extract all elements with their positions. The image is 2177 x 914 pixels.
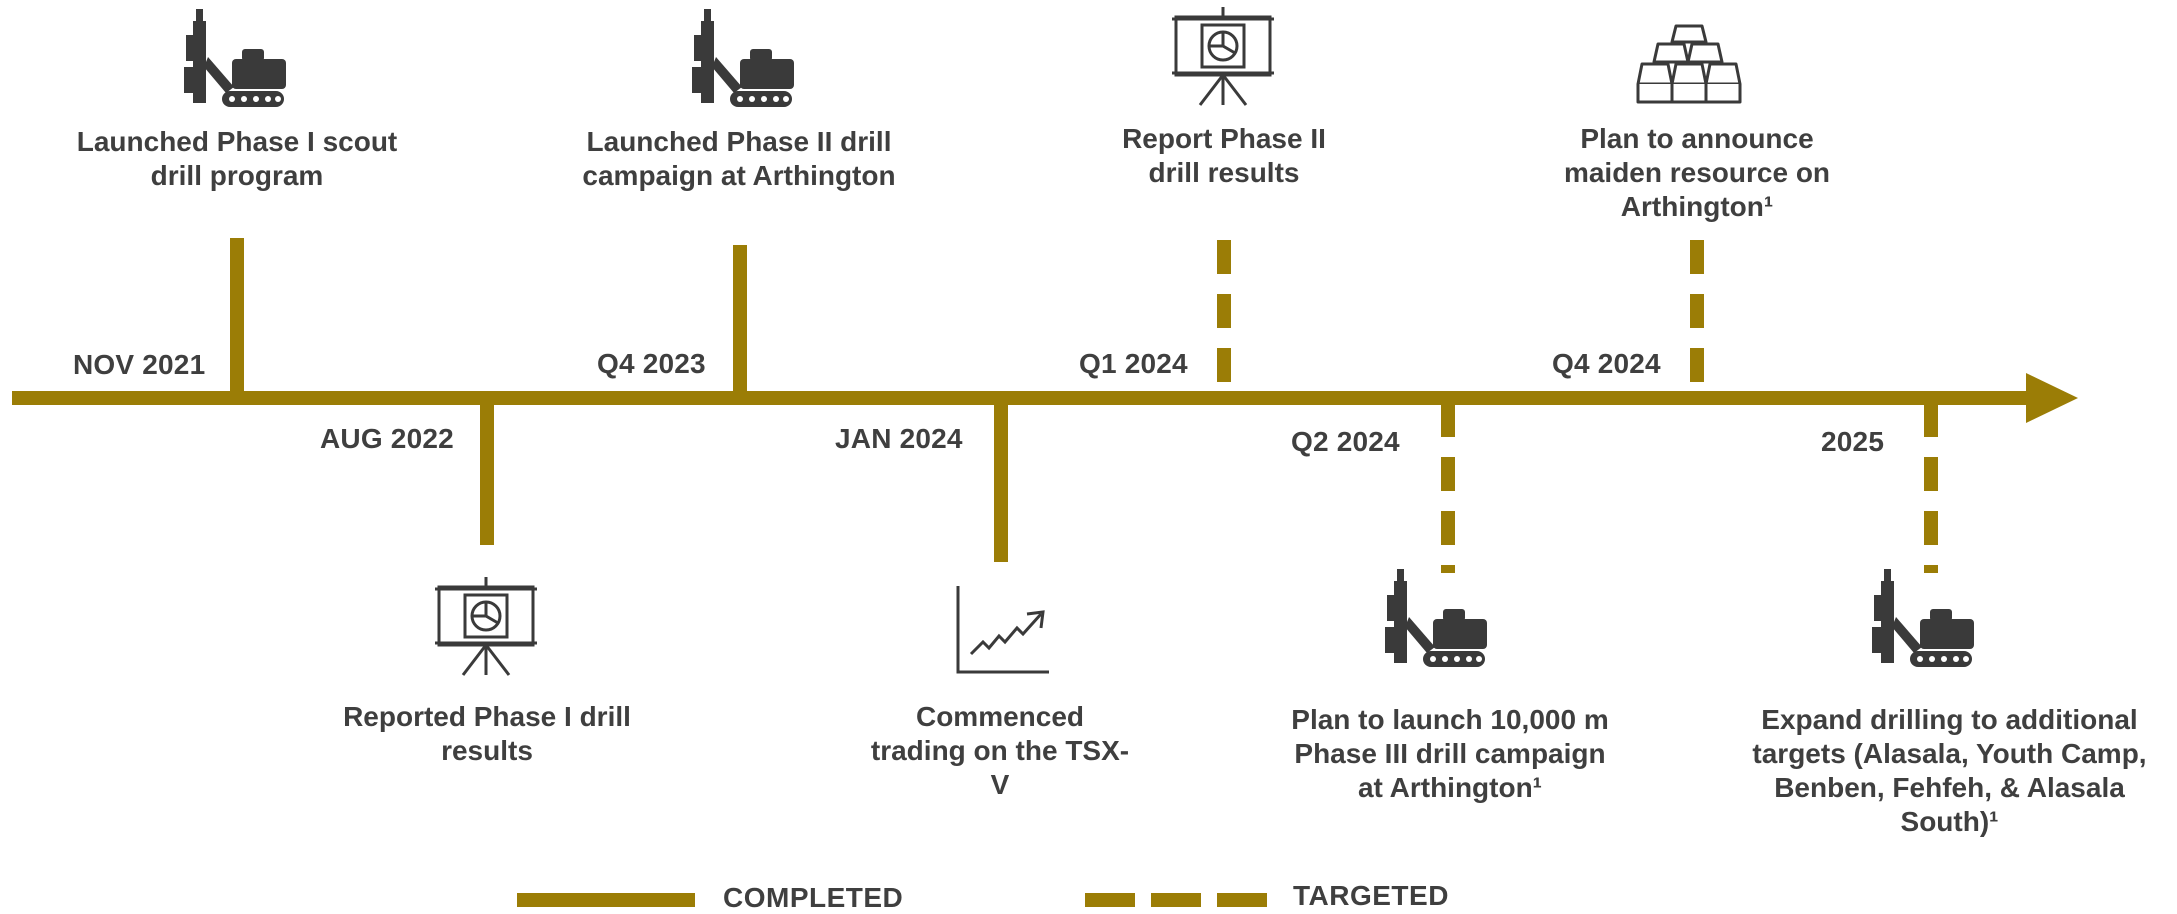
event-description-q4-2024: Plan to announce maiden resource on Arth…	[1563, 123, 1831, 223]
gold-bars-icon	[1636, 24, 1742, 104]
event-date-q4-2024: Q4 2024	[1552, 348, 1661, 379]
event-description-aug-2022: Reported Phase I drill results	[343, 701, 631, 767]
event-date-nov-2021: NOV 2021	[73, 349, 206, 380]
event-description-q1-2024: Report Phase II drill results	[1122, 123, 1326, 189]
event-description-q2-2024: Plan to launch 10,000 m Phase III drill …	[1291, 704, 1609, 804]
legend-completed-label: COMPLETED	[723, 882, 904, 913]
presentation-chart-icon	[1172, 7, 1274, 106]
legend-targeted-label: TARGETED	[1293, 880, 1449, 911]
event-description-2025: Expand drilling to additional targets (A…	[1752, 704, 2147, 838]
event-description-q4-2023: Launched Phase II drill campaign at Arth…	[582, 126, 896, 192]
event-description-jan-2024: Commenced trading on the TSX-V	[870, 701, 1130, 801]
event-date-q4-2023: Q4 2023	[597, 348, 706, 379]
event-date-2025: 2025	[1821, 426, 1885, 457]
timeline-arrowhead	[2026, 373, 2078, 423]
event-date-jan-2024: JAN 2024	[835, 423, 963, 454]
drill-rig-icon	[692, 9, 794, 107]
event-date-q1-2024: Q1 2024	[1079, 348, 1188, 379]
presentation-chart-icon	[435, 577, 537, 676]
drill-rig-icon	[1872, 569, 1974, 667]
drill-rig-icon	[184, 9, 286, 107]
event-description-nov-2021: Launched Phase I scout drill program	[76, 126, 398, 192]
event-date-q2-2024: Q2 2024	[1291, 426, 1400, 457]
event-date-aug-2022: AUG 2022	[320, 423, 454, 454]
legend-targeted-swatch	[1085, 893, 1267, 907]
drill-rig-icon	[1385, 569, 1487, 667]
trend-up-chart-icon	[956, 586, 1049, 674]
